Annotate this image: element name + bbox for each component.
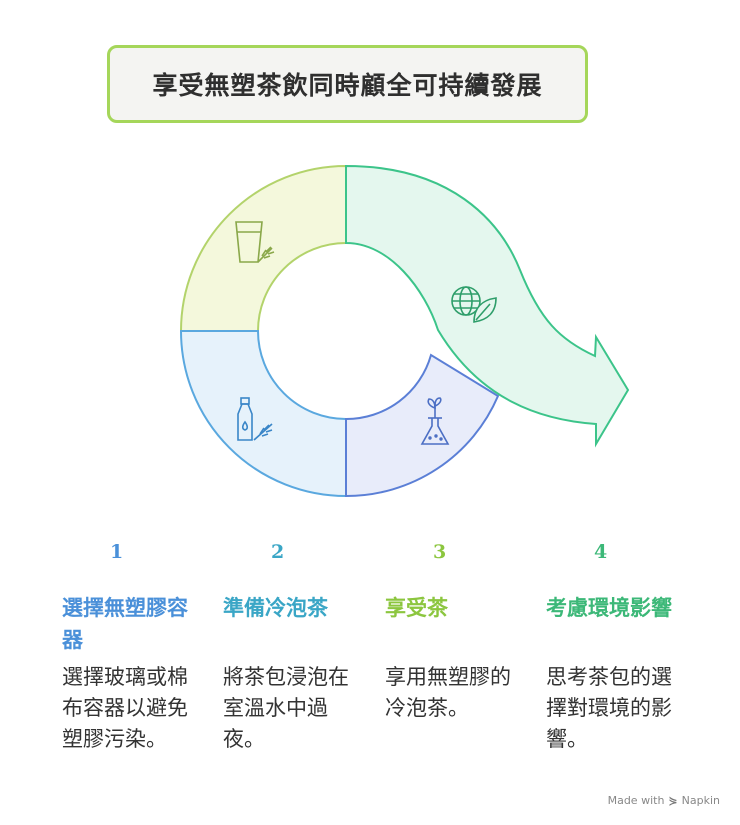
step-1-number: 1 [110, 541, 124, 563]
segment-top-left [179, 164, 347, 332]
segment-bottom-right [345, 353, 500, 498]
flask-sprout-icon [420, 397, 450, 445]
footer-made-with: Made with [607, 794, 665, 807]
footer-brand: Napkin [681, 794, 720, 807]
step-3-description: 享用無塑膠的冷泡茶。 [385, 665, 511, 720]
step-2-number: 2 [271, 541, 285, 563]
step-2-description: 將茶包浸泡在室溫水中過夜。 [223, 665, 349, 751]
step-4-number: 4 [594, 541, 608, 563]
step-1-description: 選擇玻璃或棉布容器以避免塑膠污染。 [62, 665, 188, 751]
bottle-leaf-icon [237, 397, 273, 441]
step-3-number: 3 [433, 541, 447, 563]
title-box: 享受無塑茶飲同時顧全可持續發展 [107, 45, 588, 123]
step-1-title: 選擇無塑膠容器 [62, 596, 188, 652]
napkin-logo-icon: ⋟ [668, 794, 678, 807]
segment-bottom-left [179, 330, 347, 498]
page-title: 享受無塑茶飲同時顧全可持續發展 [152, 71, 543, 100]
globe-leaf-icon [451, 286, 497, 323]
footer: Made with ⋟ Napkin [608, 794, 720, 807]
step-3-title: 享受茶 [385, 596, 448, 620]
step-4-description: 思考茶包的選擇對環境的影響。 [546, 665, 672, 751]
water-glass-leaf-icon [235, 221, 275, 263]
step-4-title: 考慮環境影響 [546, 596, 672, 620]
step-2-title: 準備冷泡茶 [223, 596, 328, 620]
